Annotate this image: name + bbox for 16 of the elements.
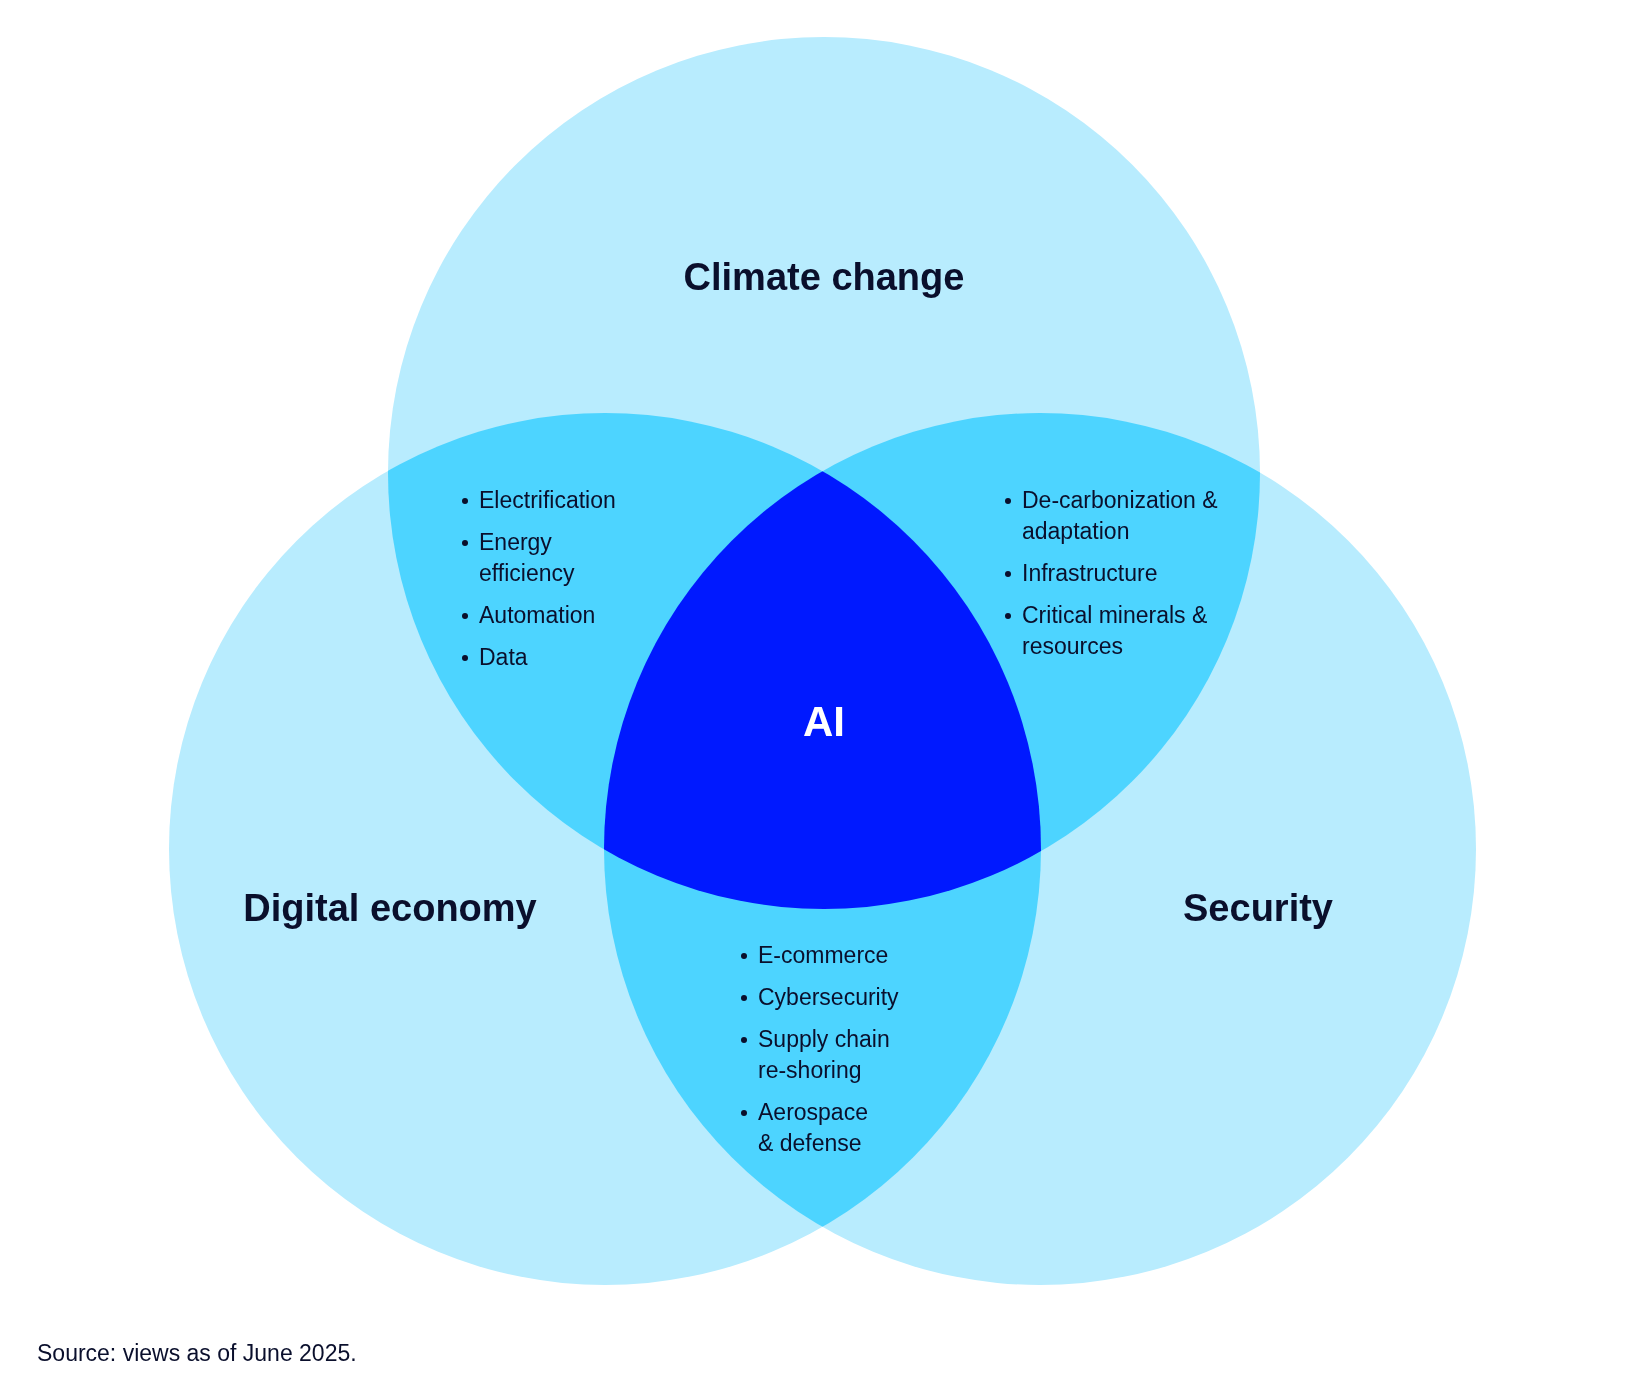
bullet-item: Cybersecurity (740, 982, 933, 1013)
bullet-item: De-carbonization & adaptation (1004, 485, 1222, 547)
bullet-item: Aerospace & defense (740, 1097, 883, 1159)
circle-heading: Climate change (683, 255, 965, 299)
bullet-item: Critical minerals & resources (1004, 600, 1222, 662)
bullet-item: Energy efficiency (461, 527, 639, 589)
circle-heading: AI (803, 698, 845, 746)
circle-heading: Digital economy (243, 886, 537, 930)
source-note: Source: views as of June 2025. (37, 1340, 357, 1367)
bullet-item: Data (461, 642, 654, 673)
bullet-item: Supply chain re-shoring (740, 1024, 918, 1086)
bullet-item: Automation (461, 600, 654, 631)
bullet-item: E-commerce (740, 940, 933, 971)
bullet-item: Electrification (461, 485, 654, 516)
bullet-item: Infrastructure (1004, 558, 1222, 589)
circle-heading: Security (1183, 886, 1333, 930)
